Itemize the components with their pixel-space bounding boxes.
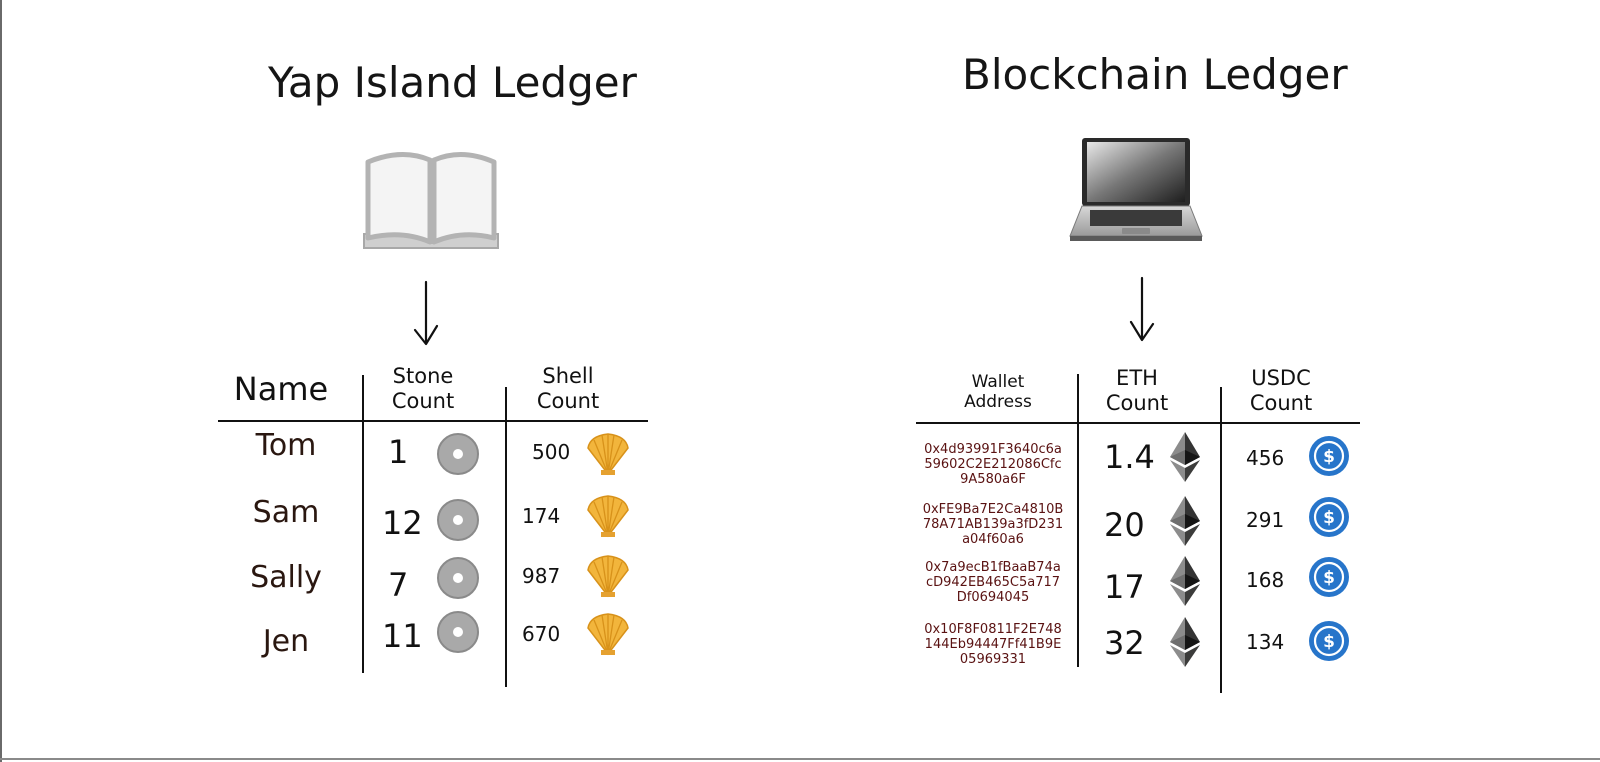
svg-text:$: $ [1323,508,1335,528]
usdc-count: 456 [1246,446,1285,470]
stone-coin-icon [436,432,480,476]
shell-count: 987 [522,564,561,588]
usdc-count-header: USDC Count [1249,366,1313,415]
eth-count-header: ETH Count [1105,366,1169,415]
svg-text:$: $ [1323,447,1335,467]
ethereum-icon [1170,556,1200,606]
row-name: Sam [252,495,320,530]
yap-column-divider-1 [362,375,364,673]
usdc-icon: $ [1308,435,1350,477]
usdc-count: 134 [1246,630,1285,654]
shell-count-header: Shell Count [536,364,600,413]
stone-count-header: Stone Count [391,364,455,413]
eth-count: 1.4 [1104,438,1155,476]
row-name: Sally [250,560,322,595]
frame-left-edge [0,0,2,762]
usdc-count: 291 [1246,508,1285,532]
arrow-down-icon [411,280,441,348]
name-column-header: Name [233,370,329,408]
stone-count: 7 [388,566,409,604]
shell-icon [584,554,632,598]
ethereum-icon [1170,496,1200,546]
blockchain-column-divider-2 [1220,387,1222,693]
wallet-address: 0x10F8F0811F2E748 144Eb94447Ff41B9E 0596… [924,622,1062,667]
blockchain-column-divider-1 [1077,374,1079,667]
yap-column-divider-2 [505,387,507,687]
wallet-address-header: Wallet Address [964,372,1032,412]
eth-count: 17 [1104,568,1145,606]
arrow-down-icon [1127,276,1157,344]
stone-coin-icon [436,498,480,542]
frame-bottom-edge [0,758,1600,760]
stone-count: 12 [382,504,423,542]
wallet-address: 0xFE9Ba7E2Ca4810B 78A71AB139a3fD231 a04f… [922,502,1064,547]
blockchain-row: 0x7a9ecB1fBaaB74a cD942EB465C5a717 Df069… [916,556,1366,618]
wallet-address: 0x7a9ecB1fBaaB74a cD942EB465C5a717 Df069… [925,560,1061,605]
usdc-icon: $ [1308,556,1350,598]
shell-icon [584,432,632,476]
yap-row: Jen 11 670 [216,611,656,676]
yap-header-rule [218,420,648,422]
shell-icon [584,612,632,656]
usdc-icon: $ [1308,620,1350,662]
row-name: Jen [262,624,310,659]
open-book-icon [362,150,502,250]
yap-row: Sam 12 174 [216,492,656,552]
svg-text:$: $ [1323,632,1335,652]
blockchain-ledger-title: Blockchain Ledger [962,50,1348,99]
shell-count: 670 [522,622,561,646]
shell-icon [584,494,632,538]
row-name: Tom [255,428,317,463]
blockchain-header-rule [916,422,1360,424]
stone-count: 1 [388,433,409,471]
laptop-icon [1068,136,1204,246]
eth-count: 20 [1104,506,1145,544]
shell-count: 174 [522,504,561,528]
svg-text:$: $ [1323,568,1335,588]
shell-count: 500 [532,440,571,464]
usdc-count: 168 [1246,568,1285,592]
wallet-address: 0x4d93991F3640c6a 59602C2E212086Cfc 9A58… [924,442,1062,487]
ethereum-icon [1170,432,1200,482]
blockchain-row: 0x4d93991F3640c6a 59602C2E212086Cfc 9A58… [916,432,1366,496]
blockchain-row: 0x10F8F0811F2E748 144Eb94447Ff41B9E 0596… [916,617,1366,680]
ethereum-icon [1170,617,1200,667]
usdc-icon: $ [1308,496,1350,538]
blockchain-row: 0xFE9Ba7E2Ca4810B 78A71AB139a3fD231 a04f… [916,496,1366,556]
yap-row: Sally 7 987 [216,554,656,616]
eth-count: 32 [1104,624,1145,662]
stone-count: 11 [382,617,423,655]
yap-row: Tom 1 500 [216,428,656,488]
stone-coin-icon [436,610,480,654]
stone-coin-icon [436,556,480,600]
yap-ledger-title: Yap Island Ledger [268,58,637,107]
